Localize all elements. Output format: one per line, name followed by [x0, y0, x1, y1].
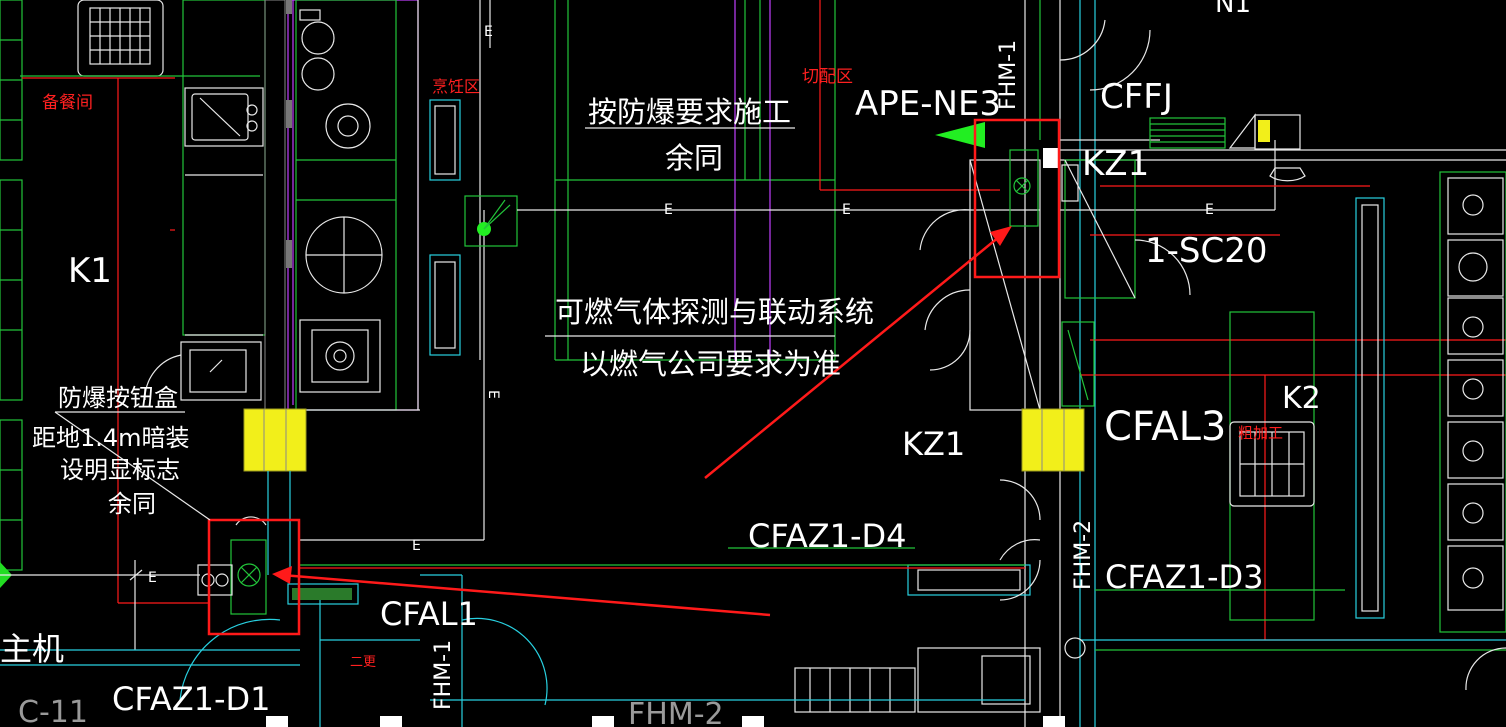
label-fhm-1-bottom: FHM-1 [431, 640, 456, 710]
label-ape-ne3: APE-NE3 [855, 84, 1001, 124]
label-cfaz1-d1: CFAZ1-D1 [112, 680, 271, 718]
label-kz1-mid: KZ1 [902, 425, 965, 463]
label-cfal1: CFAL1 [380, 595, 478, 633]
lower-fixtures [179, 0, 1095, 727]
label-cfaz1-d3: CFAZ1-D3 [1105, 558, 1264, 596]
direction-arrow-icon [935, 122, 985, 148]
room-noodle: 粗加工 [1238, 424, 1283, 442]
label-k1: K1 [68, 251, 112, 291]
note-button-box-4: 余同 [108, 490, 156, 518]
label-fhm-2-bottom: FHM-2 [628, 697, 724, 727]
cffj-fan-icon [1149, 113, 1306, 182]
room-prep: 备餐间 [42, 93, 93, 113]
label-e-1: E [664, 202, 673, 218]
label-kz1-top: KZ1 [1082, 144, 1149, 184]
note-gas-detect-1: 可燃气体探测与联动系统 [555, 295, 874, 329]
label-e-5: E [148, 570, 157, 586]
label-e-2: E [842, 202, 851, 218]
annotation-highlights [207, 118, 1061, 636]
room-cutting: 切配区 [802, 67, 853, 87]
label-fhm-1-top: FHM-1 [996, 40, 1021, 110]
note-explosion-proof-2: 余同 [665, 141, 723, 175]
label-1-sc20: 1-SC20 [1145, 231, 1268, 271]
text-layer: APE-NE3 CFFJ KZ1 1-SC20 K1 K2 CFAL3 KZ1 … [0, 0, 1321, 727]
note-leaders [54, 127, 835, 521]
cooking-line [264, 0, 419, 411]
room-cooking: 烹饪区 [432, 77, 480, 96]
arrow-line-top [704, 231, 1006, 479]
kz1-panel-area [919, 19, 1191, 411]
note-button-box-2: 距地1.4m暗装 [32, 424, 190, 452]
arrowhead-bottom-icon [272, 566, 292, 584]
label-cfaz1-d4: CFAZ1-D4 [748, 517, 907, 555]
arrowhead-top-icon [990, 226, 1012, 246]
explosion-proof-boxes [243, 408, 1085, 575]
left-equipment-strip [0, 0, 23, 588]
label-fhm-2-side: FHM-2 [1071, 520, 1096, 590]
label-e-7: E [484, 24, 493, 40]
note-explosion-proof-1: 按防爆要求施工 [588, 95, 791, 129]
note-gas-detect-2: 以燃气公司要求为准 [580, 347, 841, 381]
gas-detector-icon [464, 195, 1040, 247]
label-cfal3: CFAL3 [1104, 404, 1226, 450]
right-appliance-column [1229, 171, 1506, 691]
label-host: 主机 [0, 630, 64, 668]
label-e-4: E [412, 538, 421, 554]
highlight-box-top [973, 118, 1061, 279]
cooking-zone-fixtures [300, 0, 836, 541]
label-e-3: E [1205, 202, 1214, 218]
wiring-left [0, 75, 300, 666]
note-button-box-1: 防爆按钮盒 [58, 384, 178, 412]
ceiling-unit-icon [77, 0, 164, 77]
arrow-line-bottom [281, 573, 771, 617]
label-cffj: CFFJ [1100, 77, 1173, 117]
label-n1: N1 [1215, 0, 1251, 19]
room-floor2: 二更 [350, 655, 376, 670]
wiring-main [819, 0, 1506, 727]
label-c-11: C-11 [18, 695, 88, 727]
note-button-box-3: 设明显标志 [60, 456, 180, 484]
label-k2: K2 [1282, 381, 1321, 416]
label-e-6: E [485, 390, 501, 399]
